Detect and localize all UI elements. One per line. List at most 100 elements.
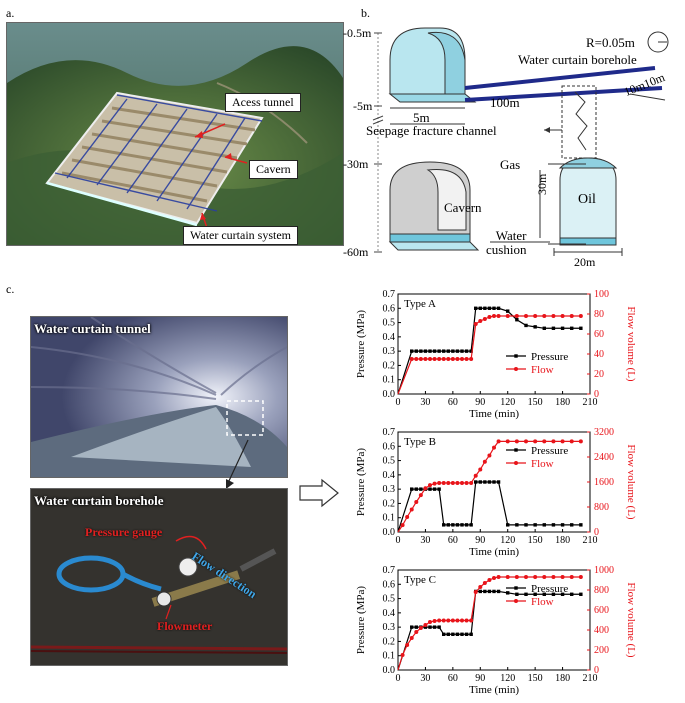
flow-point	[441, 357, 446, 361]
y-tick-label: 0.1	[383, 375, 396, 386]
flow-point	[460, 480, 464, 485]
x-tick-label: 120	[500, 397, 515, 408]
y-tick-label: 0.3	[383, 484, 396, 495]
pressure-point	[570, 523, 574, 527]
flow-point	[482, 317, 487, 321]
y-tick-label: 0.3	[383, 346, 396, 357]
oil-label: Oil	[578, 192, 596, 207]
pressure-point	[469, 349, 473, 353]
pressure-point	[414, 625, 418, 629]
pressure-point	[487, 589, 492, 594]
flow-point	[464, 480, 469, 485]
y2-tick-label: 40	[594, 349, 604, 360]
pressure-point	[560, 592, 565, 596]
flow-point	[487, 315, 492, 319]
panel-b-label: b.	[361, 6, 370, 20]
x-tick-label: 150	[528, 673, 543, 684]
y-tick-label: 0.5	[383, 594, 396, 605]
pressure-point	[474, 480, 478, 484]
pressure-point	[496, 306, 501, 310]
x-tick-label: 60	[448, 397, 458, 408]
flow-point	[469, 480, 474, 485]
flow-point	[428, 620, 432, 624]
depth-label-3: -60m	[343, 245, 369, 259]
legend-label: Flow	[531, 596, 554, 608]
pressure-point	[533, 523, 537, 527]
legend-marker	[514, 461, 518, 465]
pressure-point	[437, 349, 441, 353]
pressure-point	[451, 632, 455, 636]
callout-water-curtain-system: Water curtain system	[183, 226, 298, 245]
pressure-point	[446, 632, 450, 636]
x-tick-label: 180	[555, 397, 570, 408]
flow-point	[514, 575, 519, 579]
flow-point	[437, 357, 442, 361]
pressure-point	[570, 326, 574, 330]
flow-point	[400, 523, 405, 528]
flow-point	[514, 439, 519, 444]
panel-a-label: a.	[6, 6, 15, 20]
flow-point	[542, 439, 547, 444]
flow-point	[464, 618, 469, 623]
y2-tick-label: 0	[594, 389, 599, 400]
cavern-schematic	[372, 27, 669, 256]
panel-c-label: c.	[6, 282, 15, 296]
flow-point	[569, 314, 574, 318]
pressure-point	[419, 349, 423, 353]
pressure-point	[492, 306, 496, 310]
x-axis-label: Time (min)	[469, 546, 519, 558]
pressure-point	[474, 306, 478, 310]
y-tick-label: 0.1	[383, 651, 396, 662]
flow-point	[496, 575, 501, 579]
fracture-channel-label: Seepage fracture channel	[366, 123, 497, 138]
flow-point	[418, 357, 423, 361]
flow-point	[469, 618, 474, 623]
pressure-point	[428, 625, 432, 629]
pressure-point	[551, 592, 556, 596]
plot-frame	[397, 293, 591, 395]
flow-point	[551, 314, 556, 318]
flow-point	[473, 590, 478, 594]
pressure-point	[428, 349, 432, 353]
flow-point	[414, 500, 419, 504]
flow-point	[414, 357, 419, 361]
flow-point	[441, 618, 446, 623]
legend-marker	[514, 599, 518, 603]
y-tick-label: 0.0	[383, 665, 396, 676]
flow-point	[469, 357, 474, 361]
flow-point	[418, 493, 423, 498]
flow-point	[496, 439, 501, 444]
pressure-point	[410, 625, 414, 629]
pressure-point	[455, 349, 460, 353]
pressure-point	[579, 523, 583, 527]
flow-point	[478, 467, 483, 472]
tunnel-photo-title: Water curtain tunnel	[34, 321, 151, 336]
x-tick-label: 0	[396, 535, 401, 546]
flow-point	[423, 623, 428, 627]
flow-point	[533, 439, 538, 444]
flow-point	[432, 619, 437, 623]
pressure-point	[478, 306, 482, 310]
y-tick-label: 0.6	[383, 303, 396, 314]
pressure-point	[478, 589, 482, 594]
zoom-connector	[226, 439, 249, 489]
flow-point	[460, 618, 464, 623]
flow-point	[578, 439, 583, 444]
pressure-point	[533, 325, 537, 329]
pressure-point	[579, 592, 583, 596]
y2-tick-label: 400	[594, 625, 609, 636]
flow-point	[455, 357, 460, 361]
flow-point	[482, 459, 487, 464]
flow-point	[460, 357, 464, 361]
x-tick-label: 60	[448, 673, 458, 684]
pressure-point	[432, 487, 437, 491]
pressure-point	[442, 632, 446, 636]
borehole-label: Water curtain borehole	[518, 52, 637, 68]
flow-point	[405, 643, 410, 647]
plot-frame	[397, 569, 591, 671]
flow-point	[560, 314, 565, 318]
pressure-point	[506, 523, 510, 527]
y2-tick-label: 800	[594, 585, 609, 596]
